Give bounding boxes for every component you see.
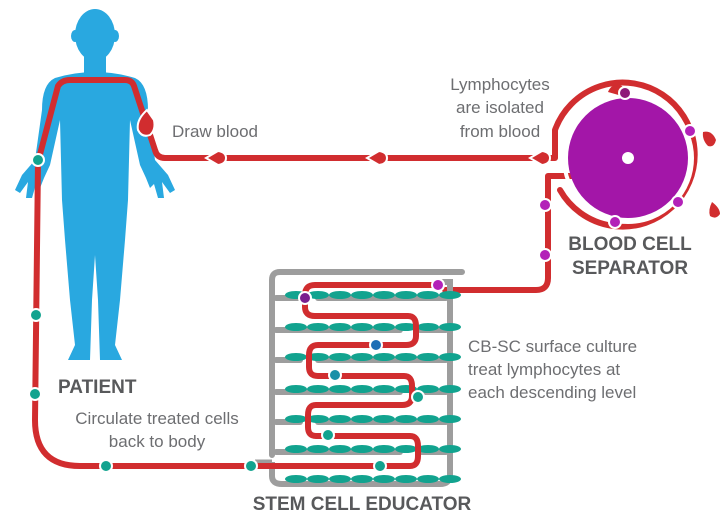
culture-bump xyxy=(417,323,439,331)
culture-bump xyxy=(417,291,439,299)
culture-bump xyxy=(395,323,417,331)
culture-bump xyxy=(285,445,307,453)
blood-drop-sep-right xyxy=(702,131,716,147)
culture-label-line2: treat lymphocytes at xyxy=(468,360,620,379)
lymphocytes-label-line2: are isolated xyxy=(456,98,544,117)
culture-bump xyxy=(351,323,373,331)
culture-bump xyxy=(307,475,329,483)
educator-label: STEM CELL EDUCATOR xyxy=(253,494,472,515)
blood-drop-sep-bottom xyxy=(709,202,720,218)
draw-blood-label: Draw blood xyxy=(172,122,258,141)
educator-serpentine-tube xyxy=(255,282,440,469)
return-tube xyxy=(32,159,258,469)
culture-bump xyxy=(307,385,329,393)
culture-bump xyxy=(417,385,439,393)
culture-bump xyxy=(329,323,351,331)
stem-cell-educator xyxy=(244,269,465,487)
shoulder-tube xyxy=(35,77,543,165)
blood-drop-line-3 xyxy=(528,149,552,167)
blood-drop-line-1 xyxy=(204,149,228,167)
culture-bump xyxy=(439,385,461,393)
patient-label: PATIENT xyxy=(58,377,137,398)
return-dots xyxy=(28,153,113,473)
culture-bump xyxy=(329,475,351,483)
culture-bump xyxy=(395,415,417,423)
culture-bump xyxy=(439,445,461,453)
culture-bump xyxy=(373,445,395,453)
culture-bump xyxy=(329,291,351,299)
culture-bump xyxy=(439,475,461,483)
separator-out-tube xyxy=(442,173,578,293)
culture-bump xyxy=(395,445,417,453)
culture-bump xyxy=(351,445,373,453)
culture-bump xyxy=(351,415,373,423)
blood-drop-line-2 xyxy=(365,149,389,167)
culture-bump xyxy=(439,323,461,331)
culture-bump xyxy=(307,291,329,299)
culture-bump xyxy=(417,415,439,423)
culture-bump xyxy=(285,385,307,393)
culture-bump xyxy=(395,291,417,299)
culture-bump xyxy=(373,415,395,423)
culture-bump xyxy=(417,475,439,483)
culture-bump xyxy=(395,353,417,361)
lymphocytes-label-line1: Lymphocytes xyxy=(450,75,550,94)
culture-bump xyxy=(307,415,329,423)
culture-bump xyxy=(329,385,351,393)
culture-bump xyxy=(351,291,373,299)
separator-label-line1: BLOOD CELL xyxy=(568,234,692,255)
culture-label-line3: each descending level xyxy=(468,383,636,402)
culture-bump xyxy=(439,415,461,423)
separator-dots xyxy=(538,86,697,262)
culture-bump xyxy=(285,323,307,331)
separator-center xyxy=(622,152,634,164)
culture-bump xyxy=(417,353,439,361)
circulate-label-line2: back to body xyxy=(109,432,206,451)
culture-bump xyxy=(439,353,461,361)
patient-figure xyxy=(15,9,175,360)
culture-bump xyxy=(395,475,417,483)
culture-label-line1: CB-SC surface culture xyxy=(468,337,637,356)
culture-bump xyxy=(351,475,373,483)
culture-bump xyxy=(329,445,351,453)
culture-bump xyxy=(373,385,395,393)
culture-bump xyxy=(351,385,373,393)
culture-bump xyxy=(285,415,307,423)
culture-bump xyxy=(373,323,395,331)
culture-bump xyxy=(307,353,329,361)
culture-bump xyxy=(307,323,329,331)
blood-drop-arm xyxy=(136,108,156,137)
circulate-label-line1: Circulate treated cells xyxy=(75,409,238,428)
blood-drops xyxy=(136,84,720,218)
culture-bump xyxy=(373,353,395,361)
culture-bump xyxy=(329,415,351,423)
culture-bump xyxy=(285,353,307,361)
culture-bump xyxy=(417,445,439,453)
culture-bump xyxy=(373,291,395,299)
culture-bump xyxy=(373,475,395,483)
separator-label-line2: SEPARATOR xyxy=(572,258,688,279)
culture-bump xyxy=(439,291,461,299)
culture-bump xyxy=(307,445,329,453)
culture-bump xyxy=(329,353,351,361)
culture-bump xyxy=(285,475,307,483)
culture-bump xyxy=(351,353,373,361)
lymphocytes-label-line3: from blood xyxy=(460,122,540,141)
